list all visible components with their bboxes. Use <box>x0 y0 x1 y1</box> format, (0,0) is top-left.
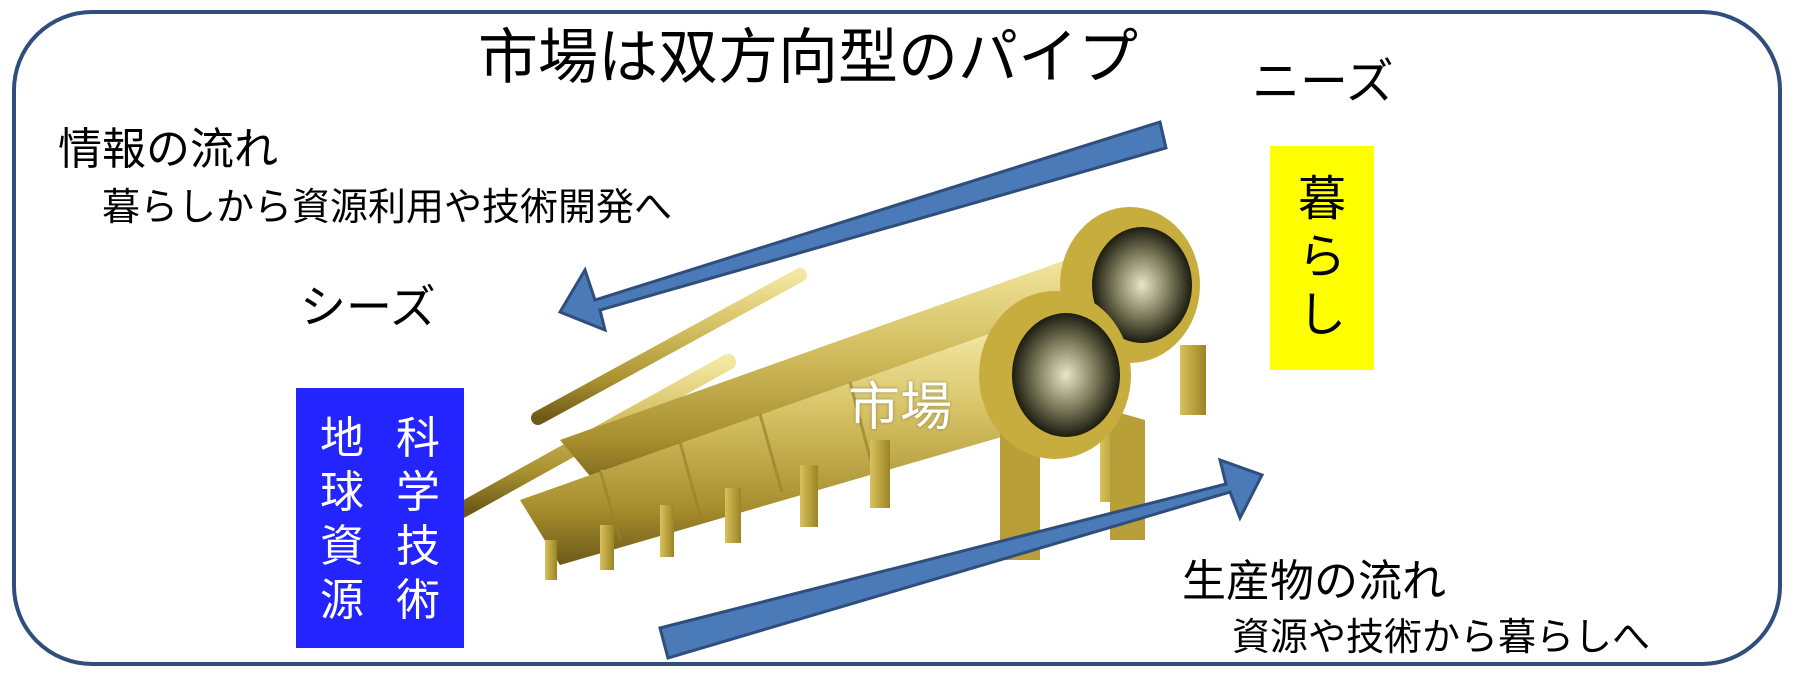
info-flow-description: 暮らしから資源利用や技術開発へ <box>102 185 673 229</box>
product-flow-label: 生産物の流れ <box>1182 556 1446 607</box>
seeds-box-char: 術 <box>396 575 440 626</box>
seeds-label: シーズ <box>300 280 436 334</box>
seeds-column-science: 科 学 技 術 <box>386 412 450 628</box>
needs-box-char: 暮 <box>1297 171 1346 227</box>
needs-box-char: し <box>1297 287 1346 343</box>
seeds-box: 科 学 技 術 地 球 資 源 <box>296 388 464 648</box>
needs-box-char: ら <box>1297 229 1346 285</box>
info-flow-arrow <box>557 120 1168 333</box>
seeds-box-char: 学 <box>396 467 440 518</box>
seeds-box-char: 技 <box>396 521 440 572</box>
market-pipe-label: 市場 <box>848 378 953 438</box>
seeds-box-char: 球 <box>320 467 364 518</box>
needs-box: 暮 ら し <box>1270 146 1374 370</box>
seeds-box-char: 資 <box>320 521 364 572</box>
product-flow-arrow <box>658 457 1265 660</box>
needs-box-text: 暮 ら し <box>1270 170 1374 344</box>
front-pipe <box>520 291 1145 580</box>
seeds-box-char: 源 <box>320 575 364 626</box>
needs-label: ニーズ <box>1252 54 1394 110</box>
page-title: 市場は双方向型のパイプ <box>478 23 1138 93</box>
seeds-box-char: 地 <box>320 413 364 464</box>
product-flow-description: 資源や技術から暮らしへ <box>1232 615 1651 659</box>
seeds-column-earth: 地 球 資 源 <box>310 412 374 628</box>
info-flow-label: 情報の流れ <box>58 124 278 175</box>
seeds-box-char: 科 <box>396 413 440 464</box>
